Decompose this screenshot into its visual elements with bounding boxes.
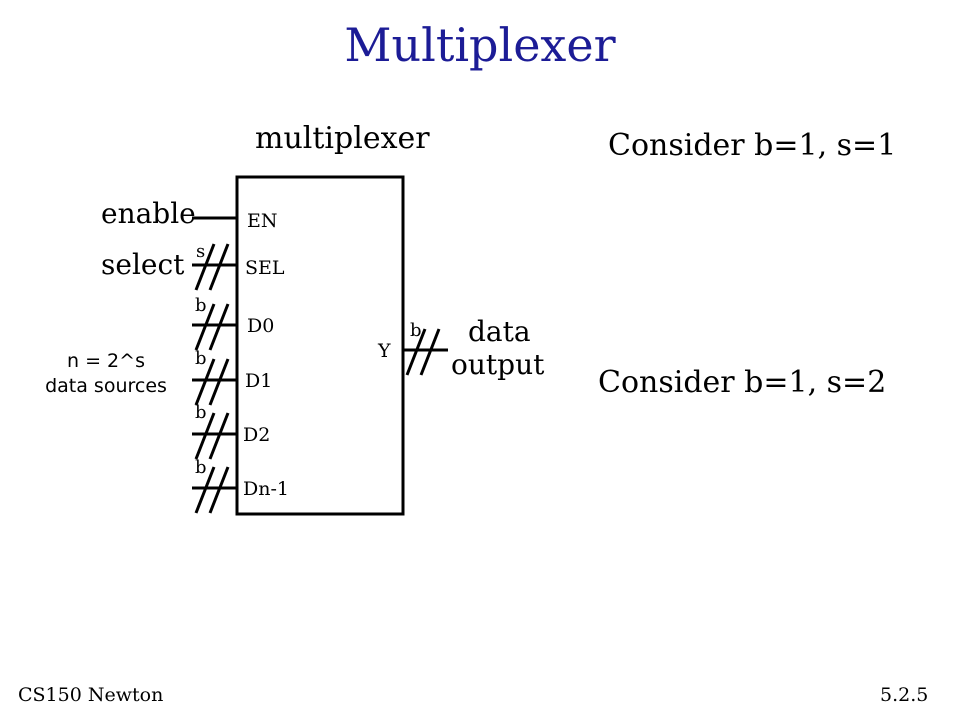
d1-bus-symbol xyxy=(192,358,237,406)
data-sources-line2: data sources xyxy=(45,374,167,397)
dn-bus-symbol xyxy=(192,466,237,514)
consider-note-1: Consider b=1, s=1 xyxy=(608,128,897,163)
data-output-line2: output xyxy=(451,348,545,381)
data-sources-label: n = 2^s data sources xyxy=(30,349,182,398)
enable-label: enable xyxy=(101,197,196,230)
bus-width-dn: b xyxy=(195,457,207,478)
footer-slide-number: 5.2.5 xyxy=(880,684,929,706)
data-sources-line1: n = 2^s xyxy=(67,350,145,372)
mux-caption: multiplexer xyxy=(255,121,430,156)
select-bus-symbol xyxy=(192,243,237,291)
mux-block xyxy=(235,175,405,516)
port-en: EN xyxy=(247,210,278,232)
page-title: Multiplexer xyxy=(344,18,616,72)
bus-width-d0: b xyxy=(195,295,207,316)
bus-width-d1: b xyxy=(195,348,207,369)
bus-width-y: b xyxy=(410,320,422,341)
d0-bus-symbol xyxy=(192,303,237,351)
consider-note-2: Consider b=1, s=2 xyxy=(598,365,887,400)
port-d2: D2 xyxy=(243,424,271,446)
port-sel: SEL xyxy=(245,257,285,279)
port-y: Y xyxy=(378,340,391,362)
port-dn: Dn-1 xyxy=(243,478,289,500)
bus-width-sel: s xyxy=(196,241,206,262)
select-label: select xyxy=(101,248,185,281)
port-d0: D0 xyxy=(247,315,275,337)
output-bus-symbol xyxy=(403,328,448,376)
d2-bus-symbol xyxy=(192,412,237,460)
data-output-line1: data xyxy=(468,315,531,348)
port-d1: D1 xyxy=(245,370,273,392)
footer-course: CS150 Newton xyxy=(18,684,164,706)
bus-width-d2: b xyxy=(195,402,207,423)
